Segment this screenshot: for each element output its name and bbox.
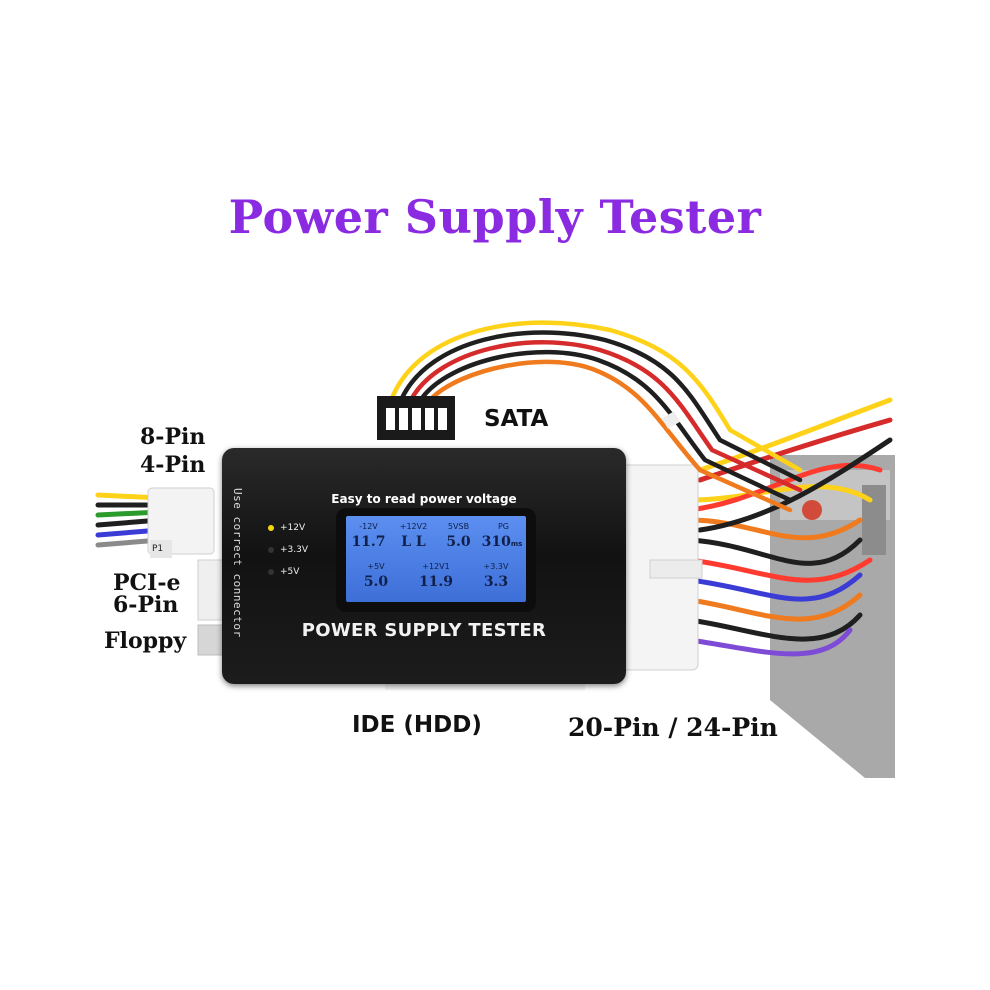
pcie-connector xyxy=(197,559,225,621)
led-5v: +5V xyxy=(268,567,299,577)
lcd-hdr-12v2: +12V2 xyxy=(399,522,428,531)
led-12v-label: +12V xyxy=(280,523,306,533)
lcd-hdr-12v1: +12V1 xyxy=(422,562,450,571)
label-4pin: 4-Pin xyxy=(140,452,206,478)
port-p1-label: P1 xyxy=(152,544,164,554)
lcd-val-neg12v: 11.7 xyxy=(351,534,386,550)
lcd-hdr-neg12v: -12V xyxy=(359,522,378,531)
floppy-connector xyxy=(197,624,225,656)
lcd-val-3v3: 3.3 xyxy=(483,574,509,590)
cpu-connector xyxy=(147,487,215,555)
label-ide: IDE (HDD) xyxy=(352,712,482,738)
led-12v-icon xyxy=(268,524,274,531)
lcd-frame: -12V +12V2 5VSB PG 11.7 L L 5.0 310ms +5… xyxy=(336,508,536,612)
lcd-val-12v2: L L xyxy=(401,534,426,550)
side-text: Use correct connector xyxy=(231,488,244,638)
device-subtitle: Easy to read power voltage xyxy=(331,492,517,506)
led-3v3-icon xyxy=(268,546,274,553)
device-name: POWER SUPPLY TESTER xyxy=(301,620,547,641)
lcd-val-pg-number: 310 xyxy=(481,534,511,550)
led-12v: +12V xyxy=(268,523,305,533)
lcd-hdr-5v: +5V xyxy=(367,562,385,571)
lcd-hdr-5vsb: 5VSB xyxy=(447,522,470,531)
page-title: Power Supply Tester xyxy=(228,190,762,244)
label-8pin: 8-Pin xyxy=(140,424,206,450)
label-sata: SATA xyxy=(484,406,549,432)
lcd-val-pg: 310ms xyxy=(474,534,530,550)
label-pcie: PCI-e xyxy=(113,570,181,596)
tester-device: Easy to read power voltage Use correct c… xyxy=(152,448,626,684)
label-atx: 20-Pin / 24-Pin xyxy=(568,713,778,742)
lcd-val-5vsb: 5.0 xyxy=(446,534,471,550)
led-3v3-label: +3.3V xyxy=(280,545,309,555)
lcd-screen: -12V +12V2 5VSB PG 11.7 L L 5.0 310ms +5… xyxy=(346,516,526,602)
lcd-hdr-3v3: +3.3V xyxy=(483,562,509,571)
label-floppy: Floppy xyxy=(104,628,187,654)
lcd-val-5v: 5.0 xyxy=(363,574,389,590)
lcd-val-pg-unit: ms xyxy=(510,540,523,548)
label-pcie-6pin: 6-Pin xyxy=(113,592,179,618)
lcd-val-12v1: 11.9 xyxy=(418,574,454,590)
led-3v3: +3.3V xyxy=(268,545,308,555)
lcd-hdr-pg: PG xyxy=(497,522,510,531)
led-5v-icon xyxy=(268,568,274,575)
led-5v-label: +5V xyxy=(280,567,300,577)
